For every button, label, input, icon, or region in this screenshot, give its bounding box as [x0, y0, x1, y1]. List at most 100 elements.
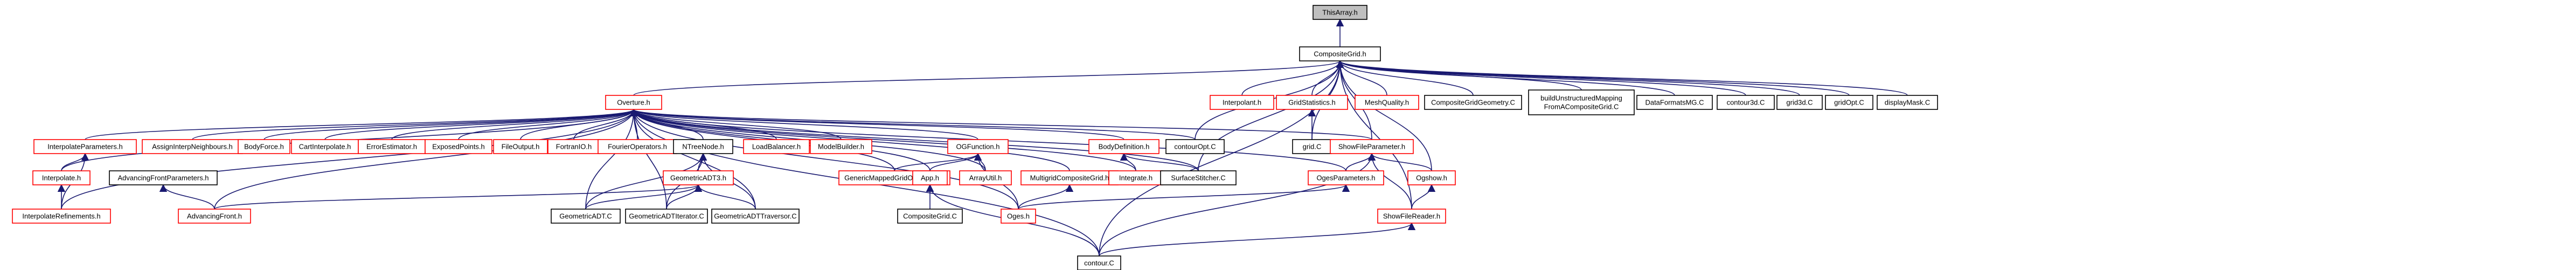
node-ntreenode[interactable]: NTreeNode.h — [673, 139, 733, 154]
node-dataformatsmg[interactable]: DataFormatsMG.C — [1636, 95, 1713, 110]
node-loadbalancer[interactable]: LoadBalancer.h — [743, 139, 810, 154]
node-box — [1165, 139, 1225, 154]
edge-dataformatsmg-to-compositegrid — [1336, 60, 1675, 96]
node-box — [912, 170, 948, 185]
node-label: ErrorEstimator.h — [366, 143, 417, 151]
node-assignneighbours[interactable]: AssignInterpNeighbours.h — [142, 139, 243, 154]
node-interpolateparameters[interactable]: InterpolateParameters.h — [33, 139, 137, 154]
node-grid3d[interactable]: grid3d.C — [1776, 95, 1823, 110]
node-interpolant[interactable]: Interpolant.h — [1210, 95, 1274, 110]
node-gridc[interactable]: grid.C — [1292, 139, 1332, 154]
node-box — [551, 209, 621, 224]
node-box — [1108, 170, 1163, 185]
node-box — [1717, 95, 1775, 110]
edge-advancingfront-to-geometricadt3 — [214, 184, 702, 210]
node-thisarray[interactable]: ThisArray.h — [1313, 5, 1367, 20]
node-gridstatistics[interactable]: GridStatistics.h — [1276, 95, 1348, 110]
node-box — [1528, 89, 1635, 115]
node-bodyforce[interactable]: BodyForce.h — [238, 139, 290, 154]
node-box — [32, 170, 91, 185]
edge-assignneighbours-to-overture — [192, 108, 637, 140]
node-modelbuilder[interactable]: ModelBuilder.h — [810, 139, 872, 154]
node-displaymask[interactable]: displayMask.C — [1877, 95, 1938, 110]
node-ogesh[interactable]: Oges.h — [1001, 209, 1036, 224]
node-label: GeometricADT.C — [559, 212, 612, 220]
edge-advancingfront-to-advancingfrontparams — [159, 184, 215, 210]
edge-integrate-to-overture — [630, 108, 1136, 171]
node-fortranio[interactable]: FortranIO.h — [547, 139, 600, 154]
node-ogfunction[interactable]: OGFunction.h — [947, 139, 1009, 154]
node-label: ExposedPoints.h — [432, 143, 485, 151]
node-contourc[interactable]: contour.C — [1077, 255, 1121, 270]
node-showfilereader[interactable]: ShowFileReader.h — [1377, 209, 1446, 224]
node-geometricadtc[interactable]: GeometricADT.C — [551, 209, 621, 224]
node-geometricadtiterator[interactable]: GeometricADTIterator.C — [625, 209, 708, 224]
node-contouropt[interactable]: contourOpt.C — [1165, 139, 1225, 154]
edge-interpolate-to-interpolateparameters — [61, 153, 89, 171]
node-geometricadt3[interactable]: GeometricADT3.h — [663, 170, 734, 185]
node-advancingfrontparams[interactable]: AdvancingFrontParameters.h — [109, 170, 218, 185]
node-box — [33, 139, 137, 154]
edge-meshquality-to-compositegrid — [1336, 60, 1387, 96]
node-box — [1276, 95, 1348, 110]
node-errorestimator[interactable]: ErrorEstimator.h — [358, 139, 426, 154]
edge-overture-to-compositegrid — [633, 60, 1344, 96]
node-box — [1636, 95, 1713, 110]
node-overture[interactable]: Overture.h — [605, 95, 662, 110]
node-cartinterpolate[interactable]: CartInterpolate.h — [291, 139, 359, 154]
node-box — [142, 139, 243, 154]
edge-ogshow-to-showfileparameter — [1367, 153, 1432, 171]
node-label: Interpolant.h — [1223, 99, 1261, 107]
node-integrate[interactable]: Integrate.h — [1108, 170, 1163, 185]
edge-contouropt-to-overture — [630, 108, 1196, 140]
node-label: Overture.h — [617, 99, 650, 107]
edge-genericmapped-to-ogfunction — [894, 153, 982, 171]
node-cgeometry[interactable]: CompositeGridGeometry.C — [1424, 95, 1522, 110]
node-surfacestitcher[interactable]: SurfaceStitcher.C — [1160, 170, 1237, 185]
node-label: Oges.h — [1007, 212, 1030, 220]
node-multigridcg[interactable]: MultigridCompositeGrid.h — [1020, 170, 1119, 185]
node-label: InterpolateParameters.h — [47, 143, 122, 151]
edge-geometricadtc-to-overture — [585, 108, 638, 210]
node-apph[interactable]: App.h — [912, 170, 948, 185]
node-label: AdvancingFrontParameters.h — [117, 174, 209, 182]
edge-contourc-to-showfilereader — [1099, 222, 1415, 257]
node-buildunstructured[interactable]: buildUnstructuredMappingFromACompositeGr… — [1528, 89, 1635, 115]
node-label: CompositeGrid.h — [1314, 50, 1366, 58]
node-ogshow[interactable]: Ogshow.h — [1407, 170, 1456, 185]
node-fileoutput[interactable]: FileOutput.h — [493, 139, 548, 154]
node-fourieroperators[interactable]: FourierOperators.h — [598, 139, 677, 154]
node-box — [1210, 95, 1274, 110]
node-box — [605, 95, 662, 110]
node-box — [178, 209, 251, 224]
node-exposedpoints[interactable]: ExposedPoints.h — [425, 139, 492, 154]
node-meshquality[interactable]: MeshQuality.h — [1355, 95, 1419, 110]
node-compositegridc[interactable]: CompositeGrid.C — [897, 209, 963, 224]
edge-ogshow-to-compositegrid — [1336, 60, 1432, 171]
node-showfileparameter[interactable]: ShowFileParameter.h — [1330, 139, 1414, 154]
node-compositegrid[interactable]: CompositeGrid.h — [1299, 46, 1381, 61]
node-label: FortranIO.h — [556, 143, 592, 151]
node-label: FourierOperators.h — [608, 143, 667, 151]
edge-ogesh-to-overture — [629, 108, 1019, 210]
node-geometricadttraversor[interactable]: GeometricADTTraversor.C — [711, 209, 800, 224]
node-label: FromACompositeGrid.C — [1544, 103, 1619, 111]
node-interpolate[interactable]: Interpolate.h — [32, 170, 91, 185]
node-box — [109, 170, 218, 185]
node-label: GeometricADTTraversor.C — [714, 212, 796, 220]
node-interpolaterefinements[interactable]: InterpolateRefinements.h — [12, 209, 111, 224]
node-gridopt[interactable]: gridOpt.C — [1825, 95, 1873, 110]
node-ogesparameters[interactable]: OgesParameters.h — [1308, 170, 1384, 185]
node-advancingfront[interactable]: AdvancingFront.h — [178, 209, 251, 224]
node-bodydefinition[interactable]: BodyDefinition.h — [1088, 139, 1159, 154]
node-arrayutil[interactable]: ArrayUtil.h — [959, 170, 1012, 185]
node-label: grid.C — [1303, 143, 1322, 151]
edge-showfilereader-to-showfileparameter — [1367, 153, 1412, 210]
node-label: ShowFileReader.h — [1383, 212, 1440, 220]
node-label: GridStatistics.h — [1288, 99, 1335, 107]
node-label: ArrayUtil.h — [969, 174, 1002, 182]
node-box — [1077, 255, 1121, 270]
node-contour3d[interactable]: contour3d.C — [1717, 95, 1775, 110]
